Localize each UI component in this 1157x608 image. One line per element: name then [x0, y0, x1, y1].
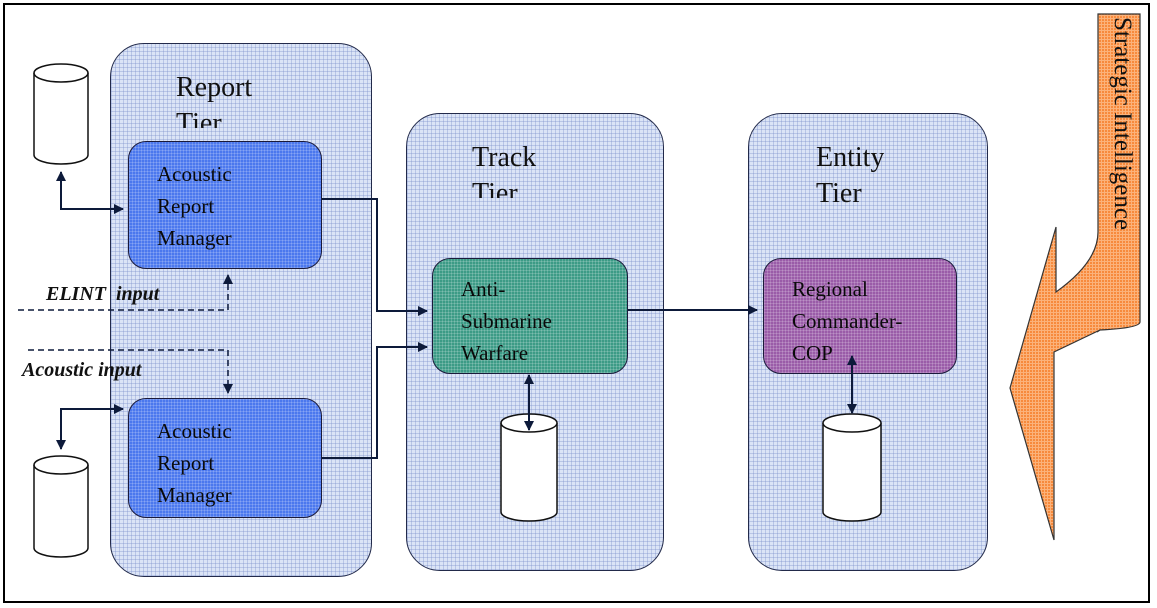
strategic-intelligence-arrow: [1009, 13, 1141, 541]
database-icon-report-top: [33, 63, 89, 165]
acoustic-report-manager-bottom[interactable]: Acoustic Report Manager: [128, 398, 322, 518]
connector-db-top-to-report-manager: [56, 171, 124, 214]
database-icon-report-bottom: [33, 455, 89, 558]
acoustic-report-manager-top[interactable]: Acoustic Report Manager: [128, 141, 322, 269]
elint-input-label: ELINT input: [46, 283, 160, 305]
entity-tier-title: Entity Tier: [816, 142, 885, 209]
anti-submarine-warfare-label: Anti- Submarine Warfare: [461, 277, 552, 365]
database-icon-track: [500, 413, 558, 522]
connector-db-bottom-to-report-manager: [56, 404, 124, 450]
acoustic-report-manager-top-label: Acoustic Report Manager: [157, 162, 232, 250]
acoustic-input-line: [28, 349, 233, 394]
report-tier-title: Report Tier: [176, 72, 253, 128]
strategic-intelligence-label: Strategic Intelligence: [1109, 17, 1136, 231]
database-icon-entity: [822, 413, 882, 522]
anti-submarine-warfare[interactable]: Anti- Submarine Warfare: [432, 258, 628, 374]
acoustic-input-label: Acoustic input: [22, 359, 142, 381]
connector-report-bottom-to-asw: [322, 342, 428, 459]
acoustic-report-manager-bottom-label: Acoustic Report Manager: [157, 419, 232, 507]
regional-commander-cop[interactable]: Regional Commander- COP: [763, 258, 957, 374]
elint-input-line: [18, 274, 233, 311]
connector-report-top-to-asw: [322, 198, 428, 316]
track-tier-title: Track Tier: [472, 142, 537, 198]
regional-commander-cop-label: Regional Commander- COP: [792, 277, 903, 365]
